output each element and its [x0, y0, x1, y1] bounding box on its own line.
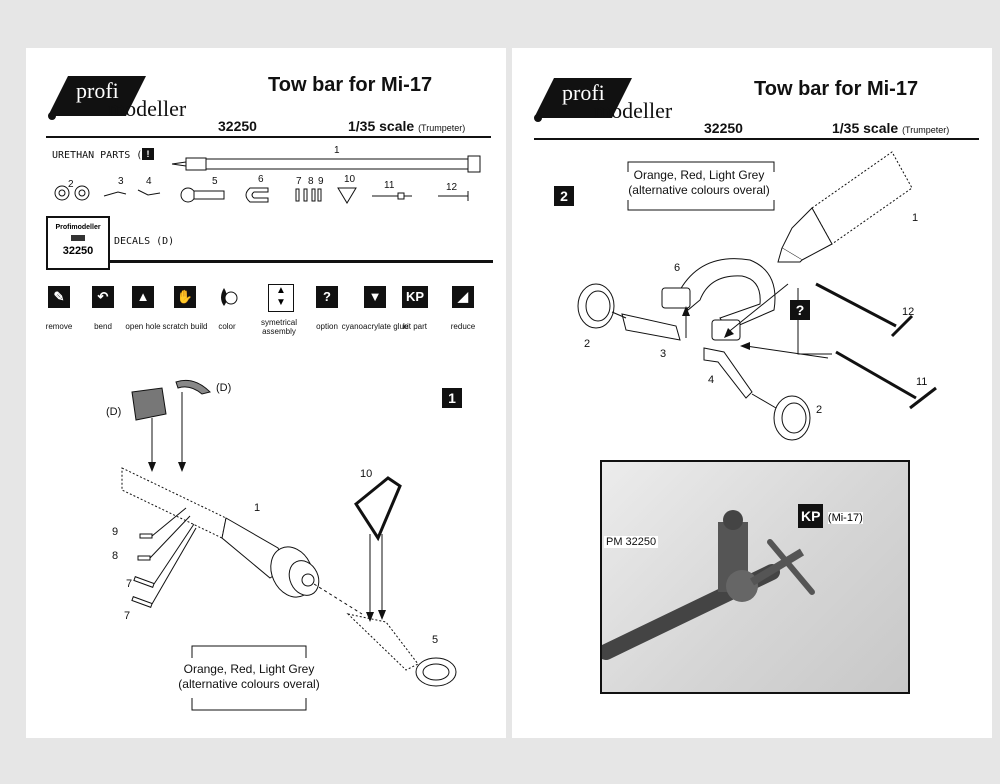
- page-title: Tow bar for Mi-17: [268, 74, 433, 96]
- part-number-9: 9: [318, 176, 324, 187]
- legend-label-bend: bend: [94, 322, 112, 331]
- step-2-color-note-line1: Orange, Red, Light Grey: [633, 168, 765, 182]
- part-number-10: 10: [344, 174, 356, 185]
- legend-label-remove: remove: [45, 322, 73, 331]
- part-number-11: 11: [384, 180, 395, 191]
- step-1-part-label-10: 10: [360, 468, 373, 480]
- legend-label-option: option: [316, 322, 338, 331]
- warning-icon: !: [142, 148, 154, 160]
- brand-word2: modeller: [108, 96, 187, 121]
- legend-label-kit-part: kit part: [402, 322, 427, 331]
- brand-word2-right: modeller: [594, 98, 673, 123]
- step-1-part-label-5: 5: [432, 634, 439, 646]
- scale-label: 1/35 scale (Trumpeter): [348, 118, 466, 134]
- decal-card-no: 32250: [62, 245, 94, 257]
- step-1-part-label-7b: 7: [124, 610, 131, 622]
- step-1-part-label-8: 8: [112, 550, 119, 562]
- section-rule: [108, 260, 493, 263]
- reference-photo: [600, 460, 910, 694]
- part-number-8: 8: [308, 176, 314, 187]
- step-2-part-label-4: 4: [708, 374, 715, 386]
- knife-icon: ✎: [48, 286, 70, 308]
- step-1-decal-label-a: (D): [106, 406, 122, 418]
- photo-kp-note: (Mi-17): [827, 512, 863, 524]
- part-number-7: 7: [296, 176, 302, 187]
- part-number-3: 3: [118, 176, 124, 187]
- legend-label-reduce: reduce: [450, 322, 476, 331]
- photo-label: PM 32250: [604, 536, 659, 548]
- legend-label-symmetrical: symetrical assembly: [260, 318, 297, 336]
- part-number-1: 1: [334, 145, 340, 156]
- step-1-part-label-1: 1: [254, 502, 261, 514]
- question-icon: ?: [316, 286, 338, 308]
- step-2-drawing: [577, 151, 937, 441]
- step-1-color-note-line1: Orange, Red, Light Grey: [183, 662, 315, 676]
- part-number-2: 2: [68, 179, 74, 190]
- catalog-number: 32250: [218, 118, 257, 134]
- catalog-number-right: 32250: [704, 120, 743, 136]
- legend-label-scratch-build: scratch build: [162, 322, 208, 331]
- step-2-option-badge: ?: [790, 300, 810, 320]
- photo-kp-callout: KP (Mi-17): [798, 504, 863, 528]
- step-1-color-note: Orange, Red, Light Grey (alternative col…: [164, 662, 334, 692]
- step-1-drawing: [121, 379, 457, 711]
- part-number-12: 12: [446, 182, 458, 193]
- step-1-color-note-line2: (alternative colours overal): [178, 677, 320, 691]
- symmetry-icon: ▲▼: [268, 284, 294, 312]
- part-number-5: 5: [212, 176, 218, 187]
- page-title-right: Tow bar for Mi-17: [754, 78, 919, 100]
- parts-drawing: [54, 155, 481, 204]
- step-1-badge: 1: [442, 388, 462, 408]
- legend-label-open-hole: open hole: [125, 322, 161, 331]
- kit-part-icon: KP: [402, 286, 428, 308]
- step-2-part-label-11: 11: [916, 376, 928, 388]
- paint-drop-icon: [216, 286, 238, 308]
- step-2-badge: 2: [554, 186, 574, 206]
- brand-word1: profi: [76, 78, 119, 103]
- scale-label-right: 1/35 scale (Trumpeter): [832, 120, 950, 136]
- bend-icon: ↶: [92, 286, 114, 308]
- brand-word1-right: profi: [562, 80, 605, 105]
- drill-icon: ▲: [132, 286, 154, 308]
- instruction-page-right: profi modeller Tow bar for Mi-17 32250 1…: [512, 48, 992, 738]
- urethan-parts-label: URETHAN PARTS (U): [52, 150, 155, 161]
- decals-label: DECALS (D): [114, 236, 175, 247]
- step-1-part-label-7a: 7: [126, 578, 133, 590]
- kit-part-badge: KP: [798, 504, 824, 528]
- reduce-icon: ◢: [452, 286, 474, 308]
- brand-logo: profi modeller: [46, 72, 226, 122]
- glue-icon: ▼: [364, 286, 386, 308]
- decal-card: Profimodeller 32250: [46, 216, 110, 270]
- header-rule-right: [534, 138, 979, 140]
- decal-sheet-icon: [71, 235, 85, 241]
- step-1-part-label-9: 9: [112, 526, 119, 538]
- step-2-part-label-12: 12: [902, 306, 915, 318]
- instruction-page-left: profi modeller Tow bar for Mi-17 32250 1…: [26, 48, 506, 738]
- step-2-part-label-6: 6: [674, 262, 681, 274]
- step-2-part-label-3: 3: [660, 348, 667, 360]
- part-number-4: 4: [146, 176, 152, 187]
- header-rule: [46, 136, 491, 138]
- part-number-6: 6: [258, 174, 264, 185]
- legend-label-color: color: [218, 322, 236, 331]
- hand-icon: ✋: [174, 286, 196, 308]
- part-1-drawing: [171, 155, 481, 173]
- step-2-part-label-2b: 2: [816, 404, 823, 416]
- legend-label-glue: cyanoacrylate glue: [341, 322, 409, 331]
- step-2-color-note: Orange, Red, Light Grey (alternative col…: [624, 168, 774, 198]
- step-2-part-label-2a: 2: [584, 338, 591, 350]
- step-2-color-note-line2: (alternative colours overal): [628, 183, 770, 197]
- photo-image: [602, 510, 815, 660]
- decal-card-brand: Profimodeller: [55, 224, 101, 231]
- step-1-decal-label-b: (D): [216, 382, 232, 394]
- brand-logo-right: profi modeller: [532, 74, 712, 124]
- step-2-part-label-1: 1: [912, 212, 919, 224]
